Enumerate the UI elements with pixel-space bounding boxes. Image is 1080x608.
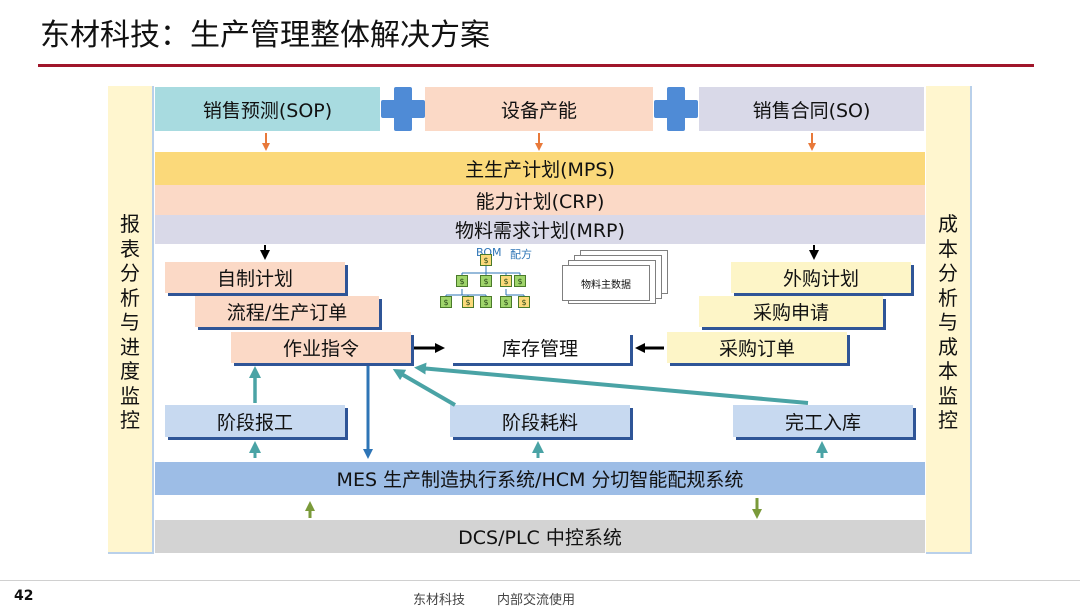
page-number: 42 bbox=[14, 588, 34, 604]
right-side-label: 成本分析与成本监控 bbox=[938, 212, 958, 432]
equipment-capacity-box: 设备产能 bbox=[425, 87, 653, 131]
bom-node: $ bbox=[462, 296, 474, 308]
bom-node: $ bbox=[500, 275, 512, 287]
sales-contract-box: 销售合同(SO) bbox=[699, 87, 924, 131]
purchase-order-box: 采购订单 bbox=[667, 332, 847, 363]
bom-node: $ bbox=[440, 296, 452, 308]
mps-band: 主生产计划(MPS) bbox=[155, 152, 925, 185]
master-data-doc: 物料主数据 bbox=[562, 265, 650, 301]
crp-band: 能力计划(CRP) bbox=[155, 185, 925, 215]
mrp-band: 物料需求计划(MRP) bbox=[155, 215, 925, 244]
stage-report-box: 阶段报工 bbox=[165, 405, 345, 437]
footer-divider bbox=[0, 580, 1080, 581]
footer-note: 内部交流使用 bbox=[497, 593, 576, 608]
sales-forecast-box: 销售预测(SOP) bbox=[155, 87, 380, 131]
master-data-label: 物料主数据 bbox=[581, 279, 631, 291]
bom-node: $ bbox=[480, 296, 492, 308]
purchase-request-box: 采购申请 bbox=[699, 296, 883, 327]
diagonal-arrow-icon bbox=[414, 362, 809, 405]
bom-node: $ bbox=[500, 296, 512, 308]
work-order-box: 作业指令 bbox=[231, 332, 411, 363]
recipe-label: 配方 bbox=[510, 248, 532, 261]
stage-consumption-box: 阶段耗料 bbox=[450, 405, 630, 437]
bom-node: $ bbox=[514, 275, 526, 287]
footer-company: 东材科技 bbox=[413, 593, 466, 608]
bom-node: $ bbox=[456, 275, 468, 287]
right-side-panel: 成本分析与成本监控 bbox=[926, 86, 972, 554]
completion-storage-box: 完工入库 bbox=[733, 405, 913, 437]
mes-band: MES 生产制造执行系统/HCM 分切智能配规系统 bbox=[155, 462, 925, 495]
title-divider bbox=[38, 64, 1034, 67]
plus-icon bbox=[381, 87, 425, 131]
left-side-label: 报表分析与进度监控 bbox=[120, 212, 140, 432]
bom-node: $ bbox=[518, 296, 530, 308]
left-side-panel: 报表分析与进度监控 bbox=[108, 86, 154, 554]
plus-icon bbox=[654, 87, 698, 131]
bom-node: $ bbox=[480, 275, 492, 287]
self-made-plan-box: 自制计划 bbox=[165, 262, 345, 293]
purchase-plan-box: 外购计划 bbox=[731, 262, 911, 293]
diagonal-arrow-icon bbox=[392, 368, 457, 407]
inventory-box: 库存管理 bbox=[450, 332, 630, 363]
slide-title: 东材科技：生产管理整体解决方案 bbox=[40, 18, 490, 53]
bom-node: $ bbox=[480, 254, 492, 266]
process-order-box: 流程/生产订单 bbox=[195, 296, 379, 327]
dcs-band: DCS/PLC 中控系统 bbox=[155, 520, 925, 553]
